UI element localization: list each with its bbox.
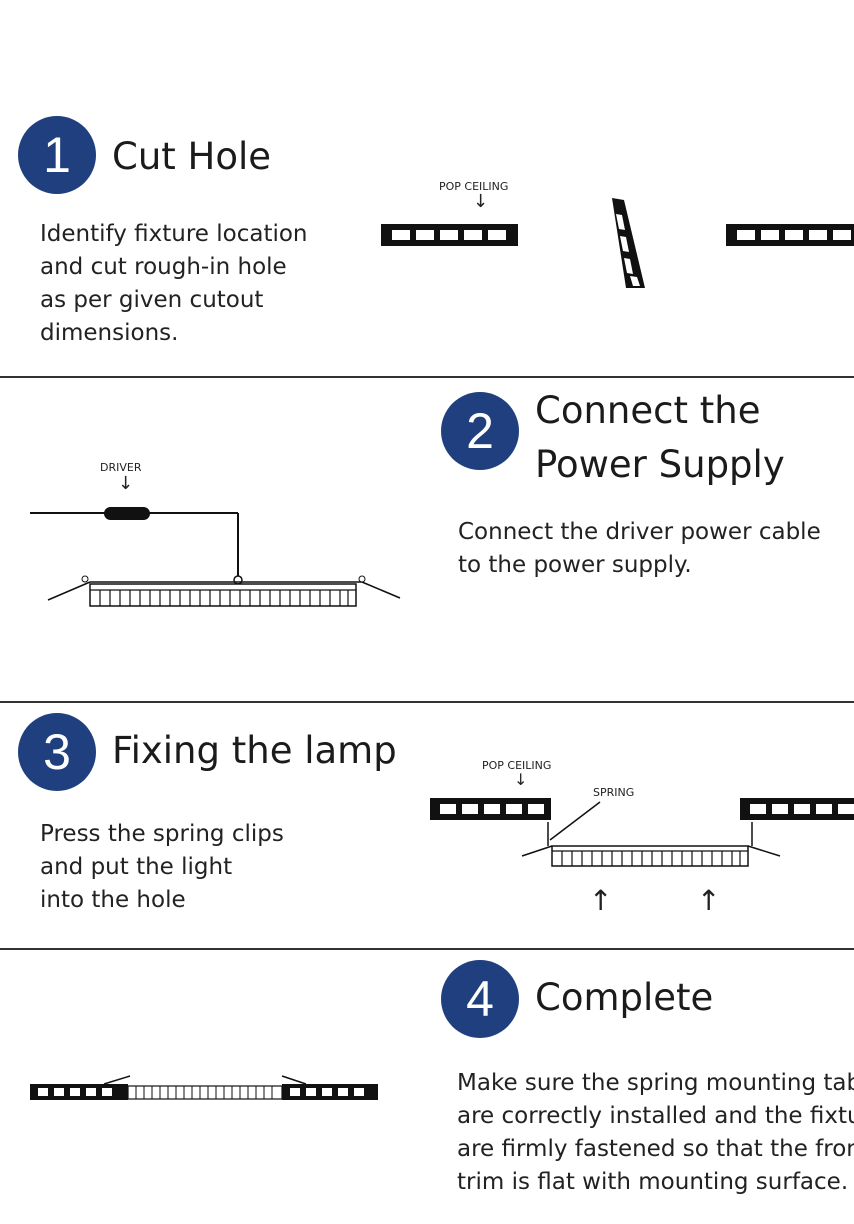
step-1-line-4: dimensions.: [40, 320, 179, 346]
ceiling-segment-right: [726, 224, 854, 246]
step-4-number-badge: 4: [441, 960, 519, 1038]
step-2-line-2: to the power supply.: [458, 552, 692, 578]
down-arrow-icon: ↓: [118, 473, 134, 494]
step-4-line-1: Make sure the spring mounting tabs: [457, 1070, 854, 1096]
step-1-line-2: and cut rough-in hole: [40, 254, 287, 280]
ceiling-segment-right: [740, 798, 854, 820]
step-2-title-line-2: Power Supply: [535, 443, 785, 486]
step-3-title: Fixing the lamp: [112, 729, 397, 772]
step-3-line-3: into the hole: [40, 887, 186, 913]
step-1-number-badge: 1: [18, 116, 96, 194]
step-4-title: Complete: [535, 976, 714, 1019]
step-4-line-2: are correctly installed and the fixture: [457, 1103, 854, 1129]
divider-3: [0, 948, 854, 950]
down-arrow-icon: ↓: [473, 191, 489, 212]
ceiling-segment-left: [381, 224, 518, 246]
step-2-number-badge: 2: [441, 392, 519, 470]
step-3-line-1: Press the spring clips: [40, 821, 284, 847]
step-4-line-4: trim is flat with mounting surface.: [457, 1169, 849, 1195]
step-1-line-1: Identify fixture location: [40, 221, 308, 247]
step-1-title: Cut Hole: [112, 135, 272, 178]
step-2-line-1: Connect the driver power cable: [458, 519, 821, 545]
step-3-line-2: and put the light: [40, 854, 233, 880]
spring-label: SPRING: [593, 786, 635, 799]
step-3-number-badge: 3: [18, 713, 96, 791]
step-3-ceiling-label: POP CEILING: [482, 759, 552, 772]
lamp-panel: [89, 583, 357, 607]
up-arrow-icon: ↑: [697, 884, 721, 917]
up-arrow-icon: ↑: [589, 884, 613, 917]
divider-2: [0, 701, 854, 703]
ceiling-segment-left: [430, 798, 551, 820]
divider-1: [0, 376, 854, 378]
driver-label: DRIVER: [100, 461, 142, 474]
driver-icon: [104, 507, 150, 520]
step-2-title-line-1: Connect the: [535, 389, 761, 432]
cut-piece-icon: [612, 198, 645, 288]
step-1-line-3: as per given cutout: [40, 287, 264, 313]
lamp-panel: [551, 845, 749, 867]
step-4-line-3: are firmly fastened so that the front: [457, 1136, 854, 1162]
down-arrow-icon: ↓: [514, 770, 528, 789]
step-1-ceiling-label: POP CEILING: [439, 180, 509, 193]
